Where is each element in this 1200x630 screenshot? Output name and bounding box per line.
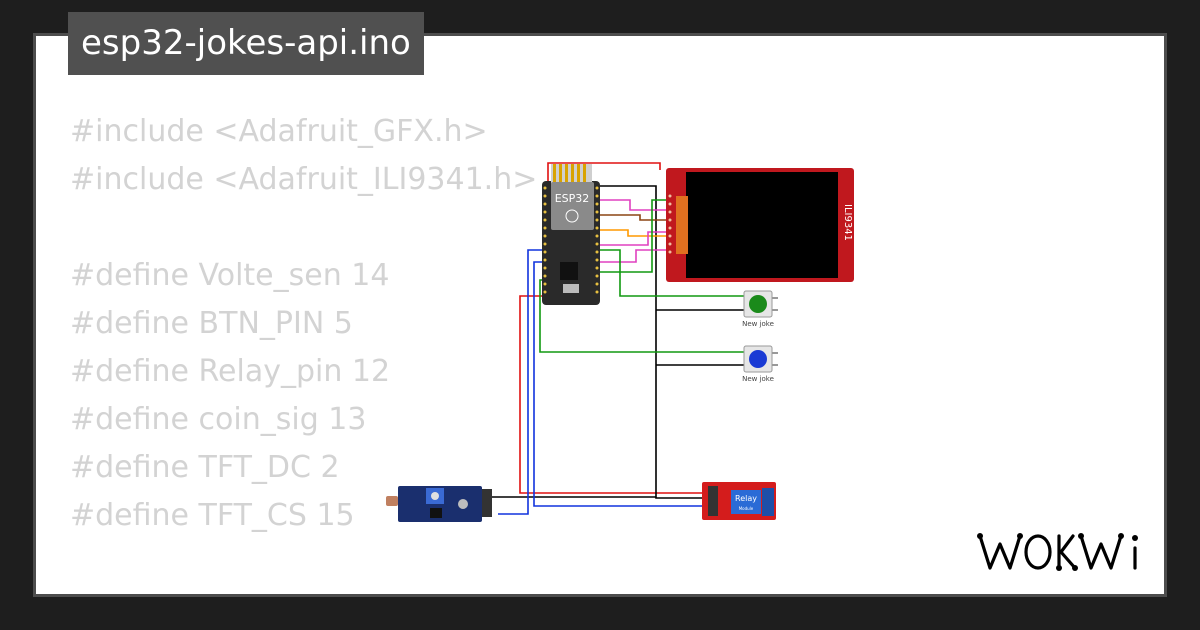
sensor-module[interactable]	[386, 486, 492, 522]
display-label: ILI9341	[842, 204, 853, 241]
push-button-green[interactable]: New joke	[742, 290, 778, 328]
code-line: #include <Adafruit_ILI9341.h>	[70, 162, 538, 197]
esp32-board[interactable]: ESP32	[542, 164, 600, 305]
wire-blue	[498, 249, 542, 515]
code-line: #define TFT_CS 15	[70, 498, 355, 533]
esp32-label: ESP32	[555, 192, 590, 205]
tft-display[interactable]: ILI9341	[666, 168, 854, 282]
preview-card: #include <Adafruit_GFX.h> #include <Adafr…	[33, 33, 1167, 597]
wire-red	[519, 295, 710, 494]
code-preview: #include <Adafruit_GFX.h> #include <Adafr…	[70, 108, 921, 594]
wire-pink	[600, 231, 668, 246]
push-button-blue[interactable]: New joke	[742, 345, 778, 383]
relay-label: Relay	[735, 494, 757, 503]
wire-green	[600, 249, 744, 297]
wire-blue	[533, 261, 710, 507]
wire-green	[539, 279, 744, 353]
wire-brown	[600, 214, 668, 221]
relay-sublabel: Module	[739, 506, 754, 511]
wire-green	[600, 199, 668, 273]
wires	[482, 162, 744, 515]
wire-pink	[600, 199, 668, 211]
code-line: #define Relay_pin 12	[70, 354, 391, 389]
button-label: New joke	[742, 375, 774, 383]
wire-black	[600, 185, 710, 499]
code-line: #define Volte_sen 14	[70, 258, 390, 293]
code-line: #define TFT_DC 2	[70, 450, 340, 485]
button-label: New joke	[742, 320, 774, 328]
code-line: #define BTN_PIN 5	[70, 306, 353, 341]
wire-orange	[600, 229, 668, 237]
wokwi-logo	[977, 533, 1138, 571]
code-line: #include <Adafruit_GFX.h>	[70, 114, 488, 149]
page-title: esp32-jokes-api.ino	[68, 12, 424, 75]
wire-pink	[600, 249, 668, 263]
code-line: #define coin_sig 13	[70, 402, 367, 437]
relay-module[interactable]: Relay Module	[702, 482, 776, 520]
wire-red	[547, 162, 661, 188]
